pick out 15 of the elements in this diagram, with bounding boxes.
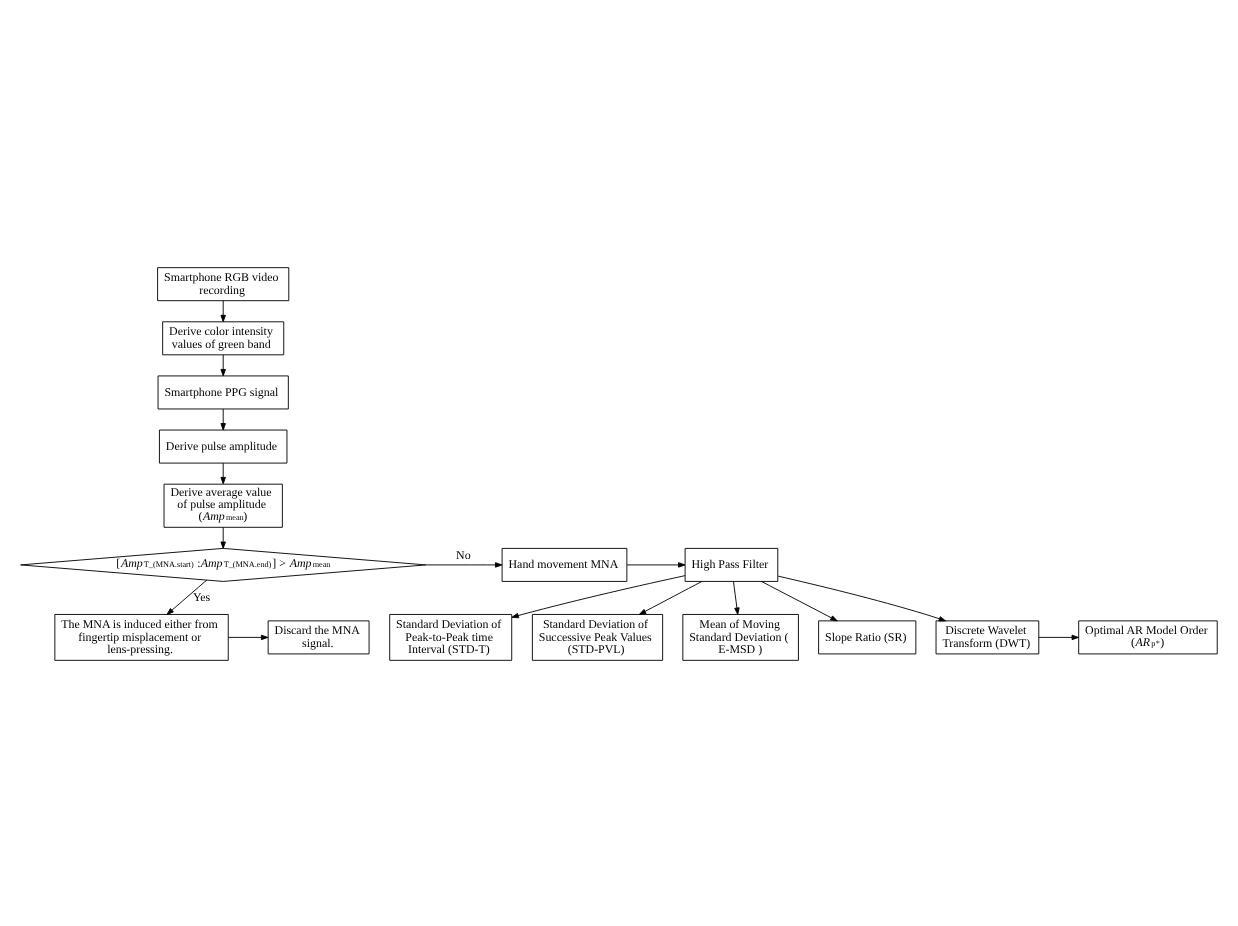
arrow (511, 574, 686, 618)
arrow (761, 580, 838, 621)
arrow (220, 461, 226, 484)
arrow (626, 561, 686, 567)
arrow (777, 574, 947, 621)
arrow (638, 580, 703, 614)
arrow (166, 578, 208, 614)
arrow (220, 299, 226, 322)
arrow (1038, 633, 1079, 640)
arrow (227, 633, 269, 640)
arrow (733, 580, 740, 614)
arrow (220, 353, 226, 376)
arrow (220, 525, 226, 548)
arrow (425, 561, 503, 567)
arrow (220, 407, 226, 430)
